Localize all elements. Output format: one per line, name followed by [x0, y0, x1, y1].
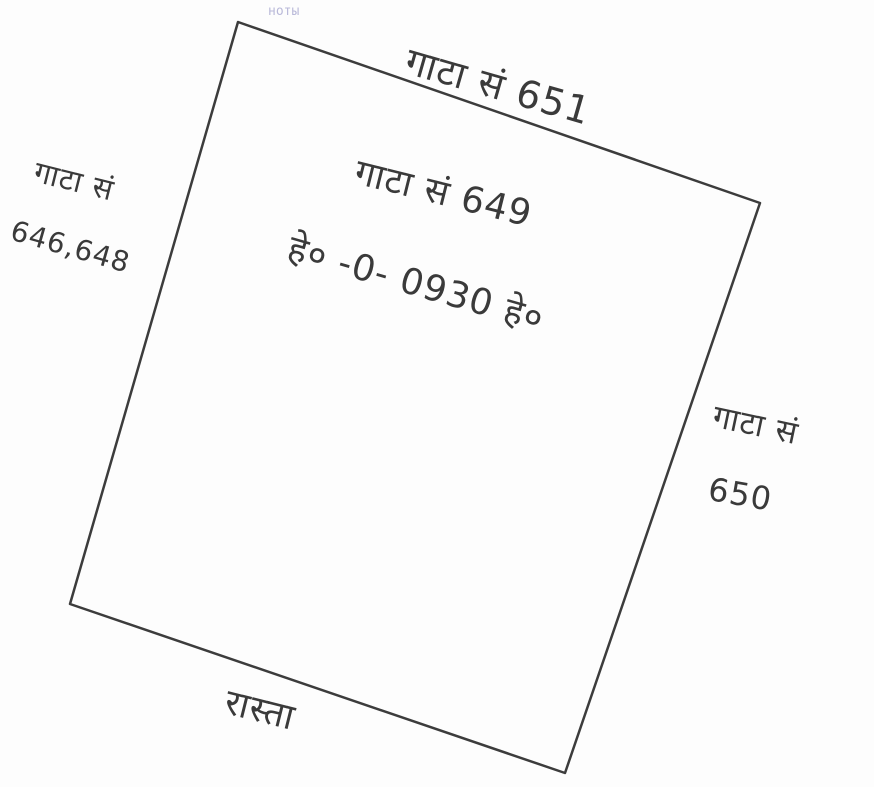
- plot-outline: [68, 20, 762, 775]
- north-edge: [237, 21, 761, 204]
- stamp-text: ноты: [268, 4, 300, 19]
